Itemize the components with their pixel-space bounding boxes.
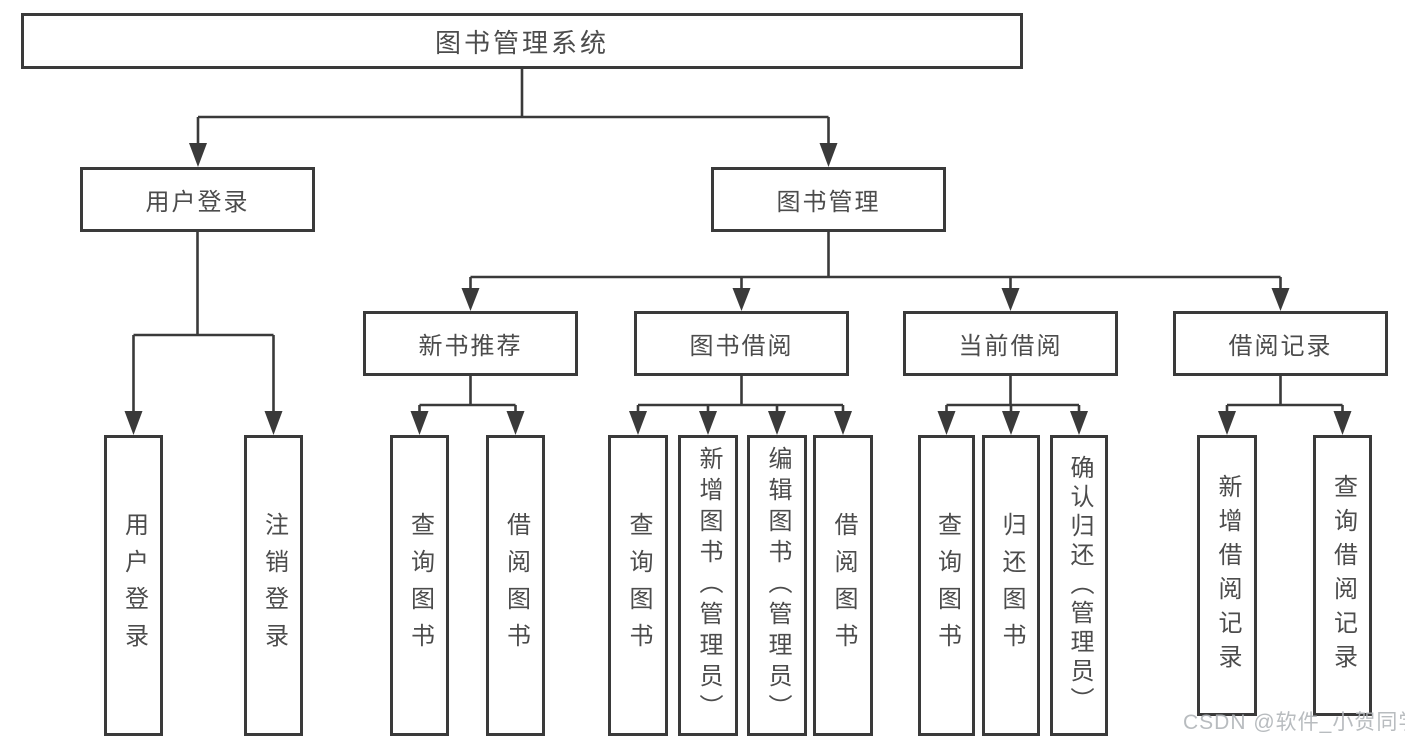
node-label: 图书借阅 <box>689 333 794 360</box>
leaf-query-books-1: 查询图书 <box>390 435 449 736</box>
node-label: 新增借阅记录 <box>1214 473 1241 678</box>
node-label: 用户登录 <box>145 189 250 216</box>
node-current-borrowing: 当前借阅 <box>903 311 1118 376</box>
node-label: 借阅图书 <box>502 511 530 660</box>
node-label: 借阅图书 <box>830 511 857 660</box>
node-user-login: 用户登录 <box>80 167 315 232</box>
node-book-management: 图书管理 <box>711 167 946 232</box>
arrowheads <box>124 143 1352 435</box>
leaf-add-borrow-record: 新增借阅记录 <box>1197 435 1257 716</box>
node-label: 查询图书 <box>933 511 961 660</box>
node-label: 编辑图书（管理员） <box>764 446 791 725</box>
leaf-query-books-2: 查询图书 <box>608 435 668 736</box>
node-label: 查询图书 <box>625 511 652 660</box>
csdn-watermark: CSDN @软件_小贺同学 <box>1183 711 1405 734</box>
node-label: 查询借阅记录 <box>1329 473 1357 678</box>
leaf-query-borrow-record: 查询借阅记录 <box>1313 435 1372 716</box>
node-label: 查询图书 <box>406 511 434 660</box>
leaf-add-books-admin: 新增图书（管理员） <box>678 435 738 736</box>
node-label: 确认归还（管理员） <box>1066 455 1093 716</box>
leaf-borrow-books-2: 借阅图书 <box>813 435 873 736</box>
node-library-management-system: 图书管理系统 <box>21 13 1023 69</box>
node-label: 当前借阅 <box>958 333 1063 360</box>
node-book-borrowing: 图书借阅 <box>634 311 849 376</box>
leaf-query-books-3: 查询图书 <box>918 435 975 736</box>
node-label: 图书管理 <box>776 189 881 216</box>
node-label: 归还图书 <box>998 511 1025 660</box>
node-label: 图书管理系统 <box>434 27 609 58</box>
leaf-return-books: 归还图书 <box>982 435 1040 736</box>
node-label: 注销登录 <box>260 511 288 660</box>
leaf-borrow-books-1: 借阅图书 <box>486 435 545 736</box>
leaf-logout: 注销登录 <box>244 435 303 736</box>
node-label: 新增图书（管理员） <box>695 446 722 725</box>
node-borrowing-records: 借阅记录 <box>1173 311 1388 376</box>
leaf-user-login: 用户登录 <box>104 435 163 736</box>
node-new-book-recommend: 新书推荐 <box>363 311 578 376</box>
node-label: 用户登录 <box>120 511 148 660</box>
leaf-confirm-return-admin: 确认归还（管理员） <box>1050 435 1108 736</box>
node-label: 新书推荐 <box>418 333 523 360</box>
leaf-edit-books-admin: 编辑图书（管理员） <box>747 435 807 736</box>
node-label: 借阅记录 <box>1228 333 1333 360</box>
